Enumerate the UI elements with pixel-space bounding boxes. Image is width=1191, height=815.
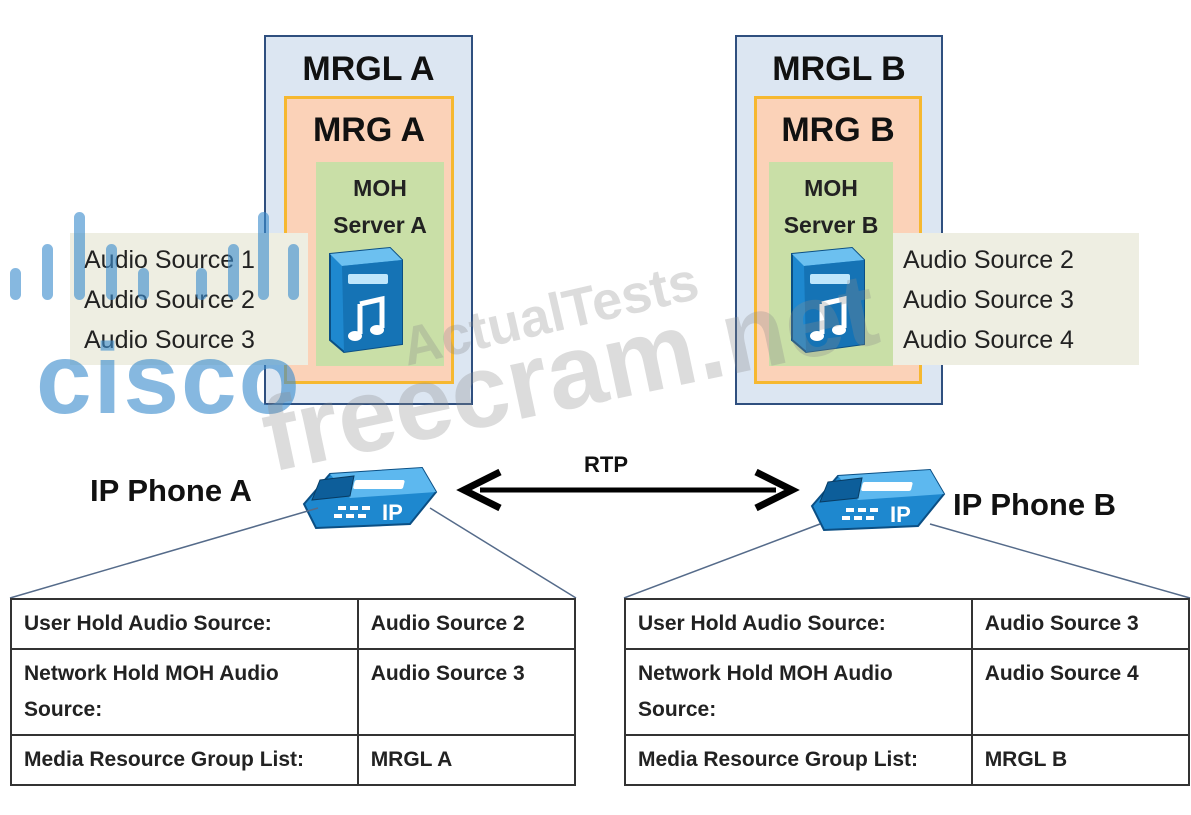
config-value: MRGL B bbox=[970, 734, 1191, 786]
config-label: Media Resource Group List: bbox=[624, 734, 973, 786]
table-row: Network Hold MOH Audio Source: Audio Sou… bbox=[10, 648, 577, 736]
moh-server-b-icon bbox=[791, 246, 865, 354]
table-row: Media Resource Group List: MRGL B bbox=[624, 734, 1191, 786]
audio-source-item: Audio Source 2 bbox=[903, 246, 1074, 274]
config-label: User Hold Audio Source: bbox=[624, 598, 973, 650]
config-value: Audio Source 3 bbox=[356, 648, 577, 736]
audio-sources-b-list: Audio Source 2 Audio Source 3 Audio Sour… bbox=[903, 240, 1074, 360]
config-value: Audio Source 4 bbox=[970, 648, 1191, 736]
moh-server-a-line2: Server A bbox=[333, 212, 427, 238]
table-row: Network Hold MOH Audio Source: Audio Sou… bbox=[624, 648, 1191, 736]
ip-phone-b-icon: IP bbox=[810, 468, 946, 532]
mrgl-a-title: MRGL A bbox=[302, 50, 435, 88]
table-row: Media Resource Group List: MRGL A bbox=[10, 734, 577, 786]
moh-server-b-line2: Server B bbox=[783, 212, 879, 238]
moh-server-a-icon bbox=[329, 246, 403, 354]
ip-phone-b-label: IP Phone B bbox=[953, 487, 1117, 522]
phone-a-config-table: User Hold Audio Source: Audio Source 2 N… bbox=[10, 598, 577, 786]
config-label: User Hold Audio Source: bbox=[10, 598, 359, 650]
ip-phone-a-icon-text: IP bbox=[382, 500, 403, 525]
config-label: Media Resource Group List: bbox=[10, 734, 359, 786]
config-value: Audio Source 2 bbox=[356, 598, 577, 650]
config-label: Network Hold MOH Audio Source: bbox=[10, 648, 359, 736]
audio-source-item: Audio Source 3 bbox=[903, 286, 1074, 314]
table-row: User Hold Audio Source: Audio Source 2 bbox=[10, 598, 577, 650]
moh-server-b-line1: MOH bbox=[804, 175, 858, 201]
mrg-b-title: MRG B bbox=[781, 111, 895, 149]
rtp-double-arrow bbox=[456, 468, 800, 512]
config-label: Network Hold MOH Audio Source: bbox=[624, 648, 973, 736]
mrg-a-title: MRG A bbox=[312, 111, 426, 149]
mrgl-b-title: MRGL B bbox=[772, 50, 906, 88]
ip-phone-b-icon-text: IP bbox=[890, 502, 911, 527]
rtp-label: RTP bbox=[584, 452, 628, 477]
table-row: User Hold Audio Source: Audio Source 3 bbox=[624, 598, 1191, 650]
ip-phone-a-icon: IP bbox=[302, 466, 438, 530]
audio-source-item: Audio Source 4 bbox=[903, 326, 1074, 354]
moh-server-a-line1: MOH bbox=[353, 175, 407, 201]
phone-b-config-table: User Hold Audio Source: Audio Source 3 N… bbox=[624, 598, 1191, 786]
config-value: Audio Source 3 bbox=[970, 598, 1191, 650]
cisco-wordmark: cisco bbox=[36, 323, 302, 435]
config-value: MRGL A bbox=[356, 734, 577, 786]
ip-phone-a-label: IP Phone A bbox=[90, 473, 252, 508]
audio-sources-b-box bbox=[893, 233, 1139, 365]
audio-source-item: Audio Source 3 bbox=[84, 326, 255, 354]
